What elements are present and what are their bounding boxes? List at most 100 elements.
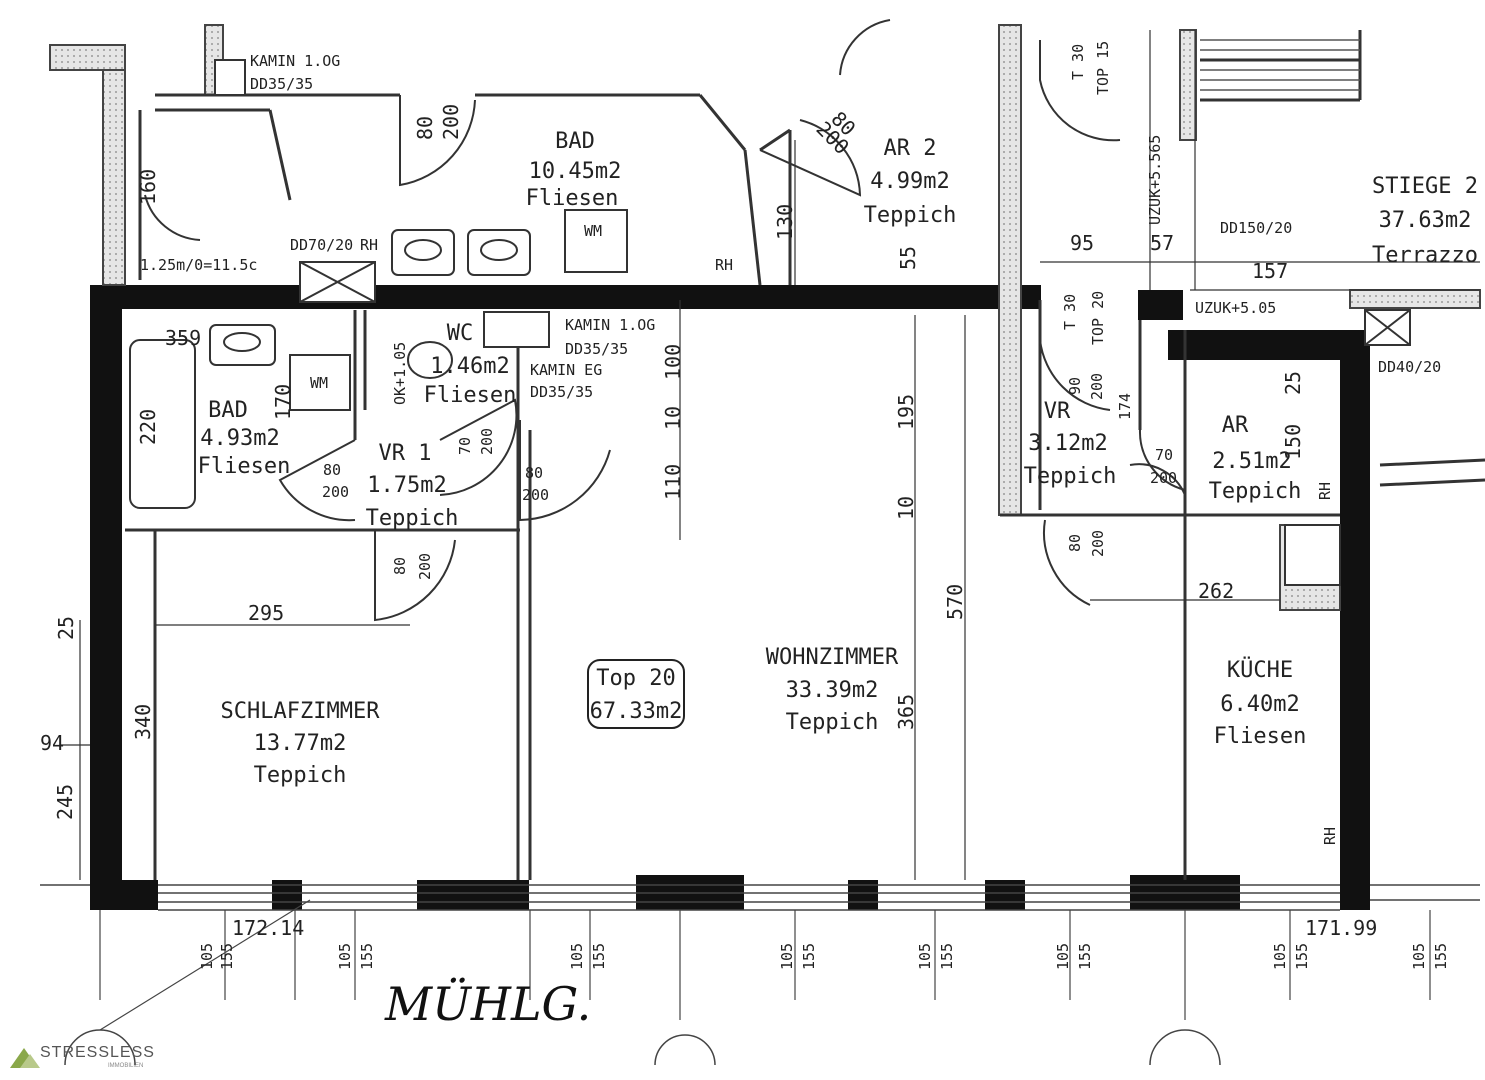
room-name: SCHLAFZIMMER	[221, 699, 381, 724]
svg-text:155: 155	[590, 943, 608, 970]
svg-text:295: 295	[248, 601, 284, 625]
svg-text:365: 365	[894, 694, 918, 730]
room-floor: Teppich	[864, 203, 957, 228]
room-area: 3.12m2	[1028, 431, 1107, 456]
svg-text:80: 80	[413, 116, 437, 140]
washer-label: WM	[310, 374, 328, 392]
room-floor: Terrazzo	[1372, 243, 1478, 268]
room-area: 13.77m2	[254, 731, 347, 756]
svg-text:105: 105	[1054, 943, 1072, 970]
radiator-label: RH	[360, 236, 378, 254]
fire-rating-label: T 30	[1069, 44, 1087, 80]
svg-text:10: 10	[661, 406, 685, 430]
svg-text:200: 200	[416, 553, 434, 580]
svg-text:105: 105	[198, 943, 216, 970]
svg-text:200: 200	[322, 483, 349, 501]
svg-text:155: 155	[1432, 943, 1450, 970]
svg-text:200: 200	[1088, 373, 1106, 400]
duct-label: DD150/20	[1220, 219, 1292, 237]
svg-text:160: 160	[136, 169, 160, 205]
hatched-walls	[49, 24, 1481, 611]
svg-text:570: 570	[943, 584, 967, 620]
door-swings	[144, 19, 1186, 622]
svg-text:200: 200	[439, 104, 463, 140]
svg-text:80: 80	[525, 464, 543, 482]
unit-label: Top 20 67.33m2	[587, 659, 685, 729]
svg-text:25: 25	[1281, 371, 1305, 395]
svg-text:220: 220	[136, 409, 160, 445]
svg-text:110: 110	[661, 464, 685, 500]
svg-text:150: 150	[1281, 424, 1305, 460]
room-name: VR 1	[379, 441, 432, 466]
svg-text:155: 155	[218, 943, 236, 970]
svg-text:80: 80	[1066, 534, 1084, 552]
room-area: 6.40m2	[1220, 692, 1299, 717]
svg-text:105: 105	[336, 943, 354, 970]
brand-name: STRESSLESS	[40, 1044, 155, 1061]
fire-rating-label: T 30	[1061, 294, 1079, 330]
svg-text:57: 57	[1150, 231, 1174, 255]
level-label: UZUK+5.565	[1146, 135, 1164, 225]
chimney-label: KAMIN 1.OG	[250, 52, 340, 70]
room-floor: Fliesen	[198, 454, 291, 479]
svg-text:105: 105	[1271, 943, 1289, 970]
brand-subtitle: IMMOBILIEN	[108, 1063, 144, 1069]
room-area: 33.39m2	[786, 678, 879, 703]
chimney-label: KAMIN 1.OG	[565, 316, 655, 334]
svg-text:55: 55	[896, 246, 920, 270]
svg-text:172.14: 172.14	[232, 916, 304, 940]
room-floor: Teppich	[1024, 464, 1117, 489]
room-floor: Fliesen	[1214, 724, 1307, 749]
staircase-lines	[1200, 39, 1360, 91]
svg-text:80: 80	[323, 461, 341, 479]
level-note: 1.25m/0=11.5c	[140, 256, 257, 274]
room-name: WC	[447, 321, 474, 346]
unit-area: 67.33m2	[590, 699, 683, 724]
svg-text:170: 170	[271, 384, 295, 420]
load-bearing-walls	[90, 285, 1370, 910]
radiator-label: RH	[715, 256, 733, 274]
svg-text:200: 200	[1150, 469, 1177, 487]
room-name: AR 2	[884, 136, 937, 161]
chimney-size: DD35/35	[530, 383, 593, 401]
washer-label: WM	[584, 222, 602, 240]
chimney-label: KAMIN EG	[530, 361, 602, 379]
door-label: TOP 15	[1094, 41, 1112, 95]
room-area: 4.93m2	[200, 426, 279, 451]
level-label: UZUK+5.05	[1195, 299, 1276, 317]
axis-ticks	[99, 899, 1431, 1031]
svg-text:105: 105	[916, 943, 934, 970]
room-area: 37.63m2	[1379, 208, 1472, 233]
room-floor: Teppich	[366, 506, 459, 531]
dimension-lines	[60, 30, 1480, 880]
chimney-size: DD35/35	[565, 340, 628, 358]
svg-text:94: 94	[40, 731, 64, 755]
duct-label: DD40/20	[1378, 358, 1441, 376]
room-area: 10.45m2	[529, 159, 622, 184]
svg-text:25: 25	[54, 616, 78, 640]
svg-text:70: 70	[1155, 446, 1173, 464]
svg-text:359: 359	[165, 326, 201, 350]
room-area: 1.75m2	[367, 473, 446, 498]
svg-text:155: 155	[800, 943, 818, 970]
room-name: KÜCHE	[1227, 657, 1293, 683]
room-floor: Teppich	[786, 710, 879, 735]
radiator-label: RH	[1321, 827, 1339, 845]
room-name: STIEGE 2	[1372, 174, 1478, 199]
svg-text:155: 155	[1293, 943, 1311, 970]
svg-text:200: 200	[1089, 530, 1107, 557]
bathtub-icon	[129, 339, 196, 509]
room-floor: Teppich	[254, 763, 347, 788]
partition-walls	[125, 30, 1485, 880]
svg-text:70: 70	[456, 437, 474, 455]
svg-text:155: 155	[358, 943, 376, 970]
svg-text:340: 340	[131, 704, 155, 740]
toilet-icon	[407, 341, 453, 379]
room-name: AR	[1222, 413, 1249, 438]
room-labels: BAD 10.45m2 Fliesen AR 2 4.99m2 Teppich …	[198, 129, 1478, 788]
washing-machine-icon	[289, 354, 351, 411]
svg-text:262: 262	[1198, 579, 1234, 603]
brand-logo-icon	[10, 1048, 40, 1068]
svg-text:105: 105	[568, 943, 586, 970]
